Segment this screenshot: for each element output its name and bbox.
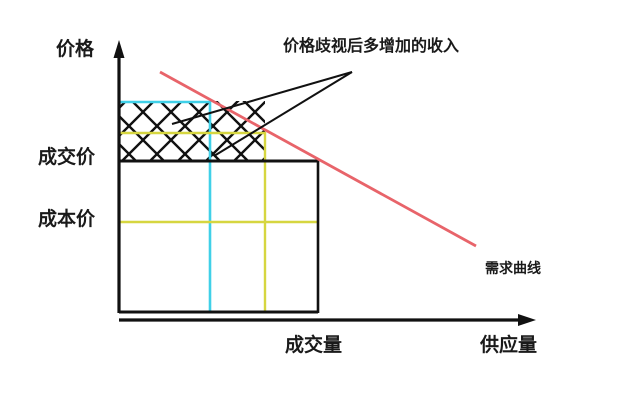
extra-revenue-annotation: 价格歧视后多增加的收入: [283, 36, 460, 55]
demand-curve-label: 需求曲线: [485, 261, 541, 277]
tier-gridlines: [119, 100, 319, 313]
hatched-extra-revenue-region: [119, 101, 265, 162]
x-axis-arrow: [518, 314, 536, 326]
axes: [113, 40, 536, 326]
main-revenue-rectangle: [119, 159, 320, 314]
cost-level-label: 成本价: [38, 208, 96, 230]
annotation-pointer-lines: [171, 71, 353, 157]
quantity-label: 成交量: [285, 334, 343, 356]
x-axis-label: 供应量: [480, 334, 538, 356]
y-axis-label: 价格: [56, 38, 95, 60]
demand-curve: [159, 70, 477, 248]
y-axis-arrow: [113, 40, 125, 58]
price-level-label: 成交价: [38, 146, 96, 168]
